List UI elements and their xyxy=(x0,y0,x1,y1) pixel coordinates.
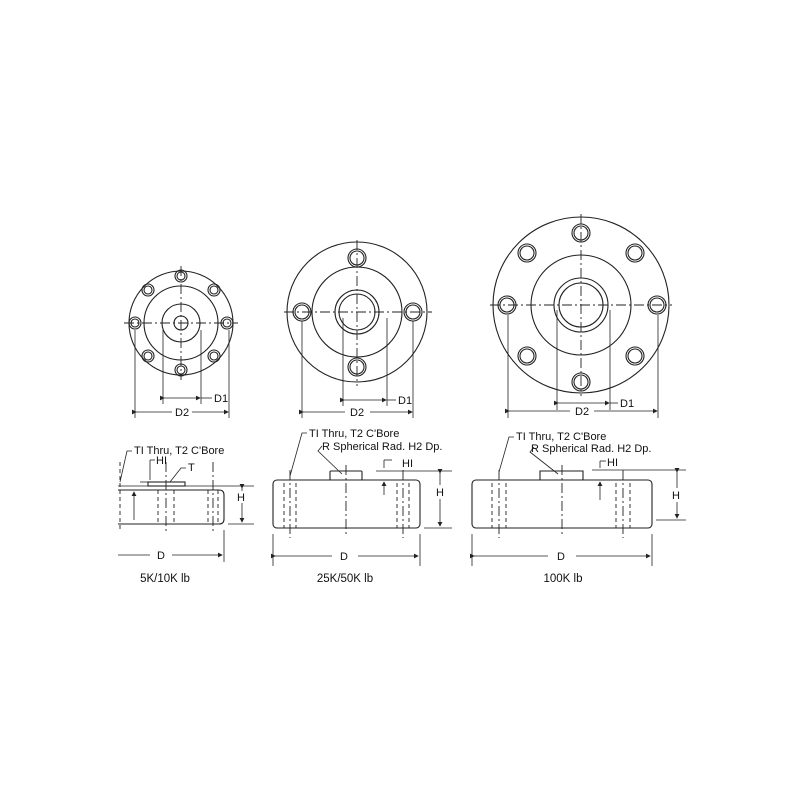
spherical-label: R Spherical Rad. H2 Dp. xyxy=(531,443,651,455)
side-view-100k: TI Thru, T2 C'Bore R Spherical Rad. H2 D… xyxy=(470,431,686,585)
model-caption: 25K/50K lb xyxy=(317,573,373,585)
d1-label: D1 xyxy=(398,395,412,407)
d2-label: D2 xyxy=(350,407,364,419)
d1-label: D1 xyxy=(214,393,228,405)
d1-label: D1 xyxy=(620,398,634,410)
thru-bore-label: TI Thru, T2 C'Bore xyxy=(516,431,606,443)
bolt-holes xyxy=(128,269,234,377)
bolt-holes xyxy=(497,223,667,392)
spherical-label: R Spherical Rad. H2 Dp. xyxy=(322,441,442,453)
h1-label: HI xyxy=(156,455,167,467)
d-label: D xyxy=(340,551,348,563)
top-view-5k-10k: D1 D2 xyxy=(124,266,238,419)
top-view-25k-50k: D1 D2 xyxy=(284,240,432,419)
h-label: H xyxy=(237,492,245,504)
bolt-holes xyxy=(292,248,423,377)
d2-label: D2 xyxy=(575,406,589,418)
d-label: D xyxy=(557,551,565,563)
h1-label: HI xyxy=(402,458,413,470)
thru-bore-label: TI Thru, T2 C'Bore xyxy=(134,445,224,457)
h1-label: HI xyxy=(607,457,618,469)
h-label: H xyxy=(436,487,444,499)
thru-bore-label: TI Thru, T2 C'Bore xyxy=(309,428,399,440)
d2-label: D2 xyxy=(175,407,189,419)
top-view-100k: D1 D2 xyxy=(490,214,672,418)
d-label: D xyxy=(157,550,165,562)
side-view-5k-10k: HI TI Thru, T2 C'Bore T H D 5K/10K lb xyxy=(118,445,254,585)
model-caption: 100K lb xyxy=(543,573,582,585)
side-view-25k-50k: TI Thru, T2 C'Bore R Spherical Rad. H2 D… xyxy=(271,428,452,585)
model-caption: 5K/10K lb xyxy=(140,573,190,585)
t-label: T xyxy=(188,462,195,474)
h-label: H xyxy=(672,490,680,502)
